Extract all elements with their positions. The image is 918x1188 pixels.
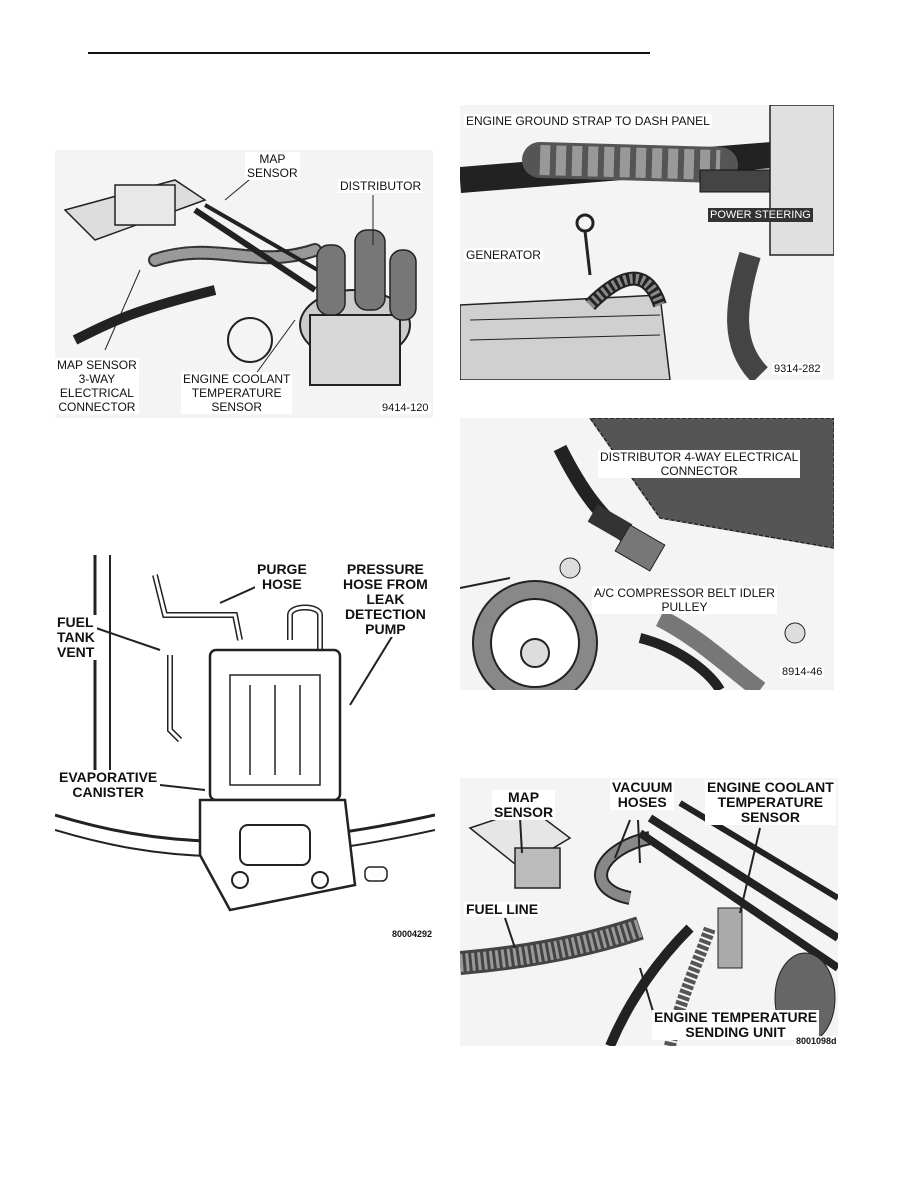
figure-map-sensor-engine: MAP SENSOR DISTRIBUTOR MAP SENSOR 3-WAY … [55,150,433,418]
label-generator: GENERATOR [464,248,543,262]
label-evap-canister: EVAPORATIVE CANISTER [57,769,160,800]
label-ground-strap: ENGINE GROUND STRAP TO DASH PANEL [464,114,712,128]
label-connector: DISTRIBUTOR 4-WAY ELECTRICAL CONNECTOR [598,450,801,478]
label-distributor: DISTRIBUTOR [338,179,424,193]
label-vacuum-hoses: VACUUM HOSES [610,779,675,810]
figure-vacuum-hoses: MAP SENSOR VACUUM HOSES ENGINE COOLANT T… [460,778,838,1046]
figure-code: 9414-120 [380,402,431,414]
label-coolant-sensor: ENGINE COOLANT TEMPERATURE SENSOR [705,779,836,825]
figure-distributor-connector: DISTRIBUTOR 4-WAY ELECTRICAL CONNECTOR A… [460,418,834,690]
label-fuel-tank-vent: FUEL TANK VENT [55,614,97,660]
figure-code: 9314-282 [772,363,823,375]
label-temp-sending-unit: ENGINE TEMPERATURE SENDING UNIT [652,1009,820,1040]
label-map-sensor: MAP SENSOR [245,152,300,180]
figure-evap-canister: PURGE HOSE PRESSURE HOSE FROM LEAK DETEC… [55,555,435,945]
header-rule [88,52,650,54]
label-purge-hose: PURGE HOSE [255,561,309,592]
ground-strap-illustration [460,105,834,380]
figure-ground-strap: ENGINE GROUND STRAP TO DASH PANEL GENERA… [460,105,834,380]
figure-code: 80004292 [390,929,435,939]
figure-code: 8001098d [794,1036,838,1046]
label-map-sensor: MAP SENSOR [492,789,556,820]
label-pressure-hose: PRESSURE HOSE FROM LEAK DETECTION PUMP [341,561,430,637]
label-idler-pulley: A/C COMPRESSOR BELT IDLER PULLEY [592,586,777,614]
label-fuel-line: FUEL LINE [464,901,541,917]
label-power-steering: POWER STEERING [708,208,813,222]
figure-code: 8914-46 [780,666,825,678]
label-map-connector: MAP SENSOR 3-WAY ELECTRICAL CONNECTOR [55,358,139,414]
label-coolant-sensor: ENGINE COOLANT TEMPERATURE SENSOR [181,372,293,414]
